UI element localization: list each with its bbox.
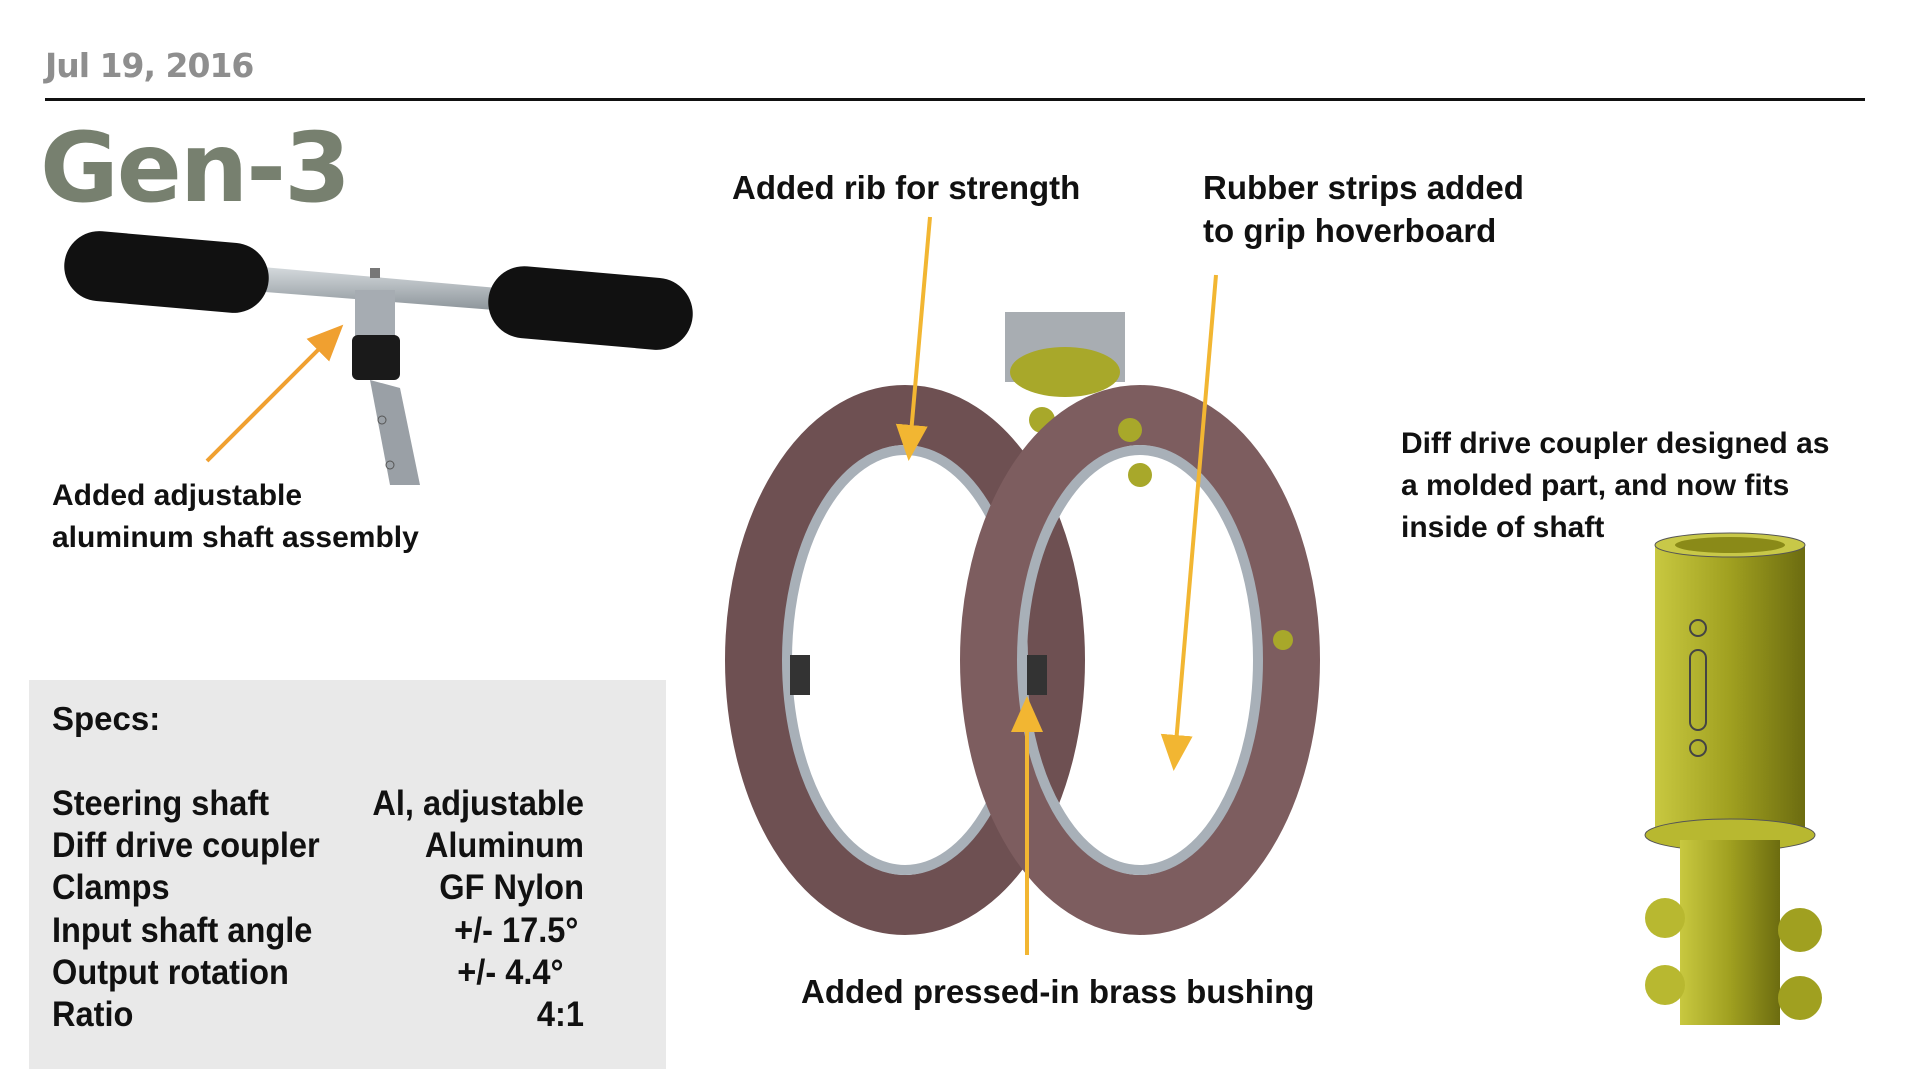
handlebar-image	[64, 231, 693, 485]
spec-row: Steering shaft Al, adjustable	[52, 784, 584, 826]
date: Jul 19, 2016	[45, 46, 254, 85]
shaft-callout-line: aluminum shaft assembly	[52, 521, 419, 554]
spec-row: Output rotation +/- 4.4°	[52, 953, 584, 995]
rib-arrow	[895, 216, 932, 461]
spec-label: Steering shaft	[52, 784, 270, 823]
rubber-callout-line: to grip hoverboard	[1203, 212, 1497, 249]
spec-label: Input shaft angle	[52, 911, 313, 950]
rib-callout: Added rib for strength	[732, 169, 1081, 206]
spec-label: Output rotation	[52, 953, 289, 992]
shaft-callout: Added adjustable aluminum shaft assembly	[52, 475, 419, 559]
coupler-callout-line: Diff drive coupler designed as	[1401, 427, 1830, 460]
bushing-callout: Added pressed-in brass bushing	[801, 973, 1315, 1010]
spec-value: +/- 4.4°	[457, 953, 564, 992]
coupler-callout: Diff drive coupler designed as a molded …	[1401, 423, 1829, 549]
coupler-callout-line: a molded part, and now fits	[1401, 469, 1790, 502]
shaft-callout-line: Added adjustable	[52, 479, 303, 512]
spec-value: Aluminum	[424, 826, 584, 865]
spec-row: Clamps GF Nylon	[52, 868, 584, 910]
spec-value: GF Nylon	[439, 868, 584, 907]
page-title: Gen-3	[40, 112, 351, 224]
clamps-image	[725, 312, 1320, 935]
spec-row: Ratio 4:1	[52, 995, 584, 1037]
specs-title: Specs:	[52, 700, 161, 737]
spec-value: 4:1	[536, 995, 584, 1034]
spec-label: Diff drive coupler	[52, 826, 320, 865]
shaft-arrow	[205, 324, 344, 463]
spec-row: Diff drive coupler Aluminum	[52, 826, 584, 868]
rubber-callout-line: Rubber strips added	[1203, 169, 1524, 206]
spec-row: Input shaft angle +/- 17.5°	[52, 911, 584, 953]
specs-panel: Specs: Steering shaft Al, adjustable Diff…	[29, 680, 666, 1069]
spec-value: Al, adjustable	[372, 784, 584, 823]
spec-label: Ratio	[52, 995, 134, 1034]
rubber-callout: Rubber strips added to grip hoverboard	[1203, 166, 1524, 252]
header-divider	[45, 98, 1865, 101]
rubber-arrow	[1160, 274, 1218, 771]
spec-value: +/- 17.5°	[454, 911, 579, 950]
coupler-image	[1644, 532, 1822, 1025]
coupler-callout-line: inside of shaft	[1401, 511, 1605, 544]
spec-label: Clamps	[52, 868, 170, 907]
